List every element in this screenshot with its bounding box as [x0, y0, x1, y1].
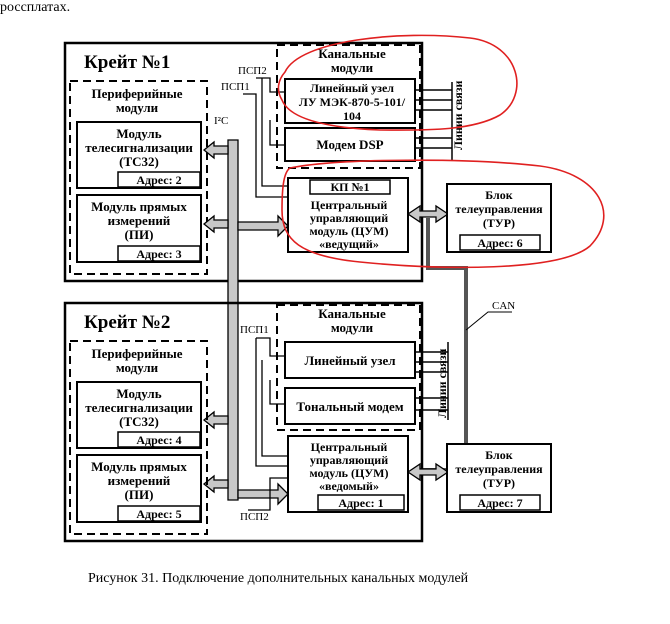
- crate1-title: Крейт №1: [84, 52, 170, 73]
- crate1-pi-line2: измерений: [108, 213, 171, 228]
- crate2-cum-address-box: [317, 494, 405, 511]
- figure-caption: Рисунок 31. Подключение дополнительных к…: [88, 571, 469, 586]
- crate1-cum-3: модуль (ЦУМ): [310, 224, 389, 238]
- crate1-pi-line3: (ПИ): [125, 227, 154, 242]
- crate2-psp2-label: ПСП2: [240, 511, 269, 523]
- tur1-address-box: [459, 234, 541, 251]
- crate2-cum-4: «ведомый»: [319, 479, 379, 493]
- crate2-pi-line1: Модуль прямых: [91, 459, 187, 474]
- crate2-ts-line2: телесигнализации: [85, 400, 193, 415]
- crate1-line-node-1: Линейный узел: [310, 81, 394, 95]
- crate1-i2c-label: I²C: [214, 115, 228, 127]
- crate1-pi-line1: Модуль прямых: [91, 199, 187, 214]
- crate2-line-node: [284, 341, 416, 379]
- tur1-line3: (ТУР): [483, 216, 515, 230]
- crate2-cum-address: Адрес: 1: [338, 496, 383, 510]
- crate2-ts-address: Адрес: 4: [136, 433, 181, 447]
- can-bus: [420, 218, 468, 472]
- can-label: CAN: [492, 300, 515, 312]
- crate2-pi-line2: измерений: [108, 473, 171, 488]
- red-annotations: [277, 34, 605, 269]
- crate2-ts-line3: (ТС32): [119, 414, 159, 429]
- crate2-cum-2: управляющий: [310, 453, 388, 467]
- crate1-ts-address: Адрес: 2: [136, 173, 181, 187]
- crate2-frame: [63, 301, 424, 543]
- crate2-peripheral-group: [69, 340, 208, 535]
- crate1-line-node-3: 104: [343, 109, 361, 123]
- crate1-pi-address: Адрес: 3: [136, 247, 181, 261]
- tur2-address: Адрес: 7: [477, 496, 522, 510]
- crate2-cum-3: модуль (ЦУМ): [310, 466, 389, 480]
- crate1-channel-group: [276, 44, 421, 169]
- crate1-line-node: [284, 78, 416, 124]
- crate2-pi-address: Адрес: 5: [136, 507, 181, 521]
- crate1-psp1-label: ПСП1: [221, 81, 250, 93]
- crate1-comm-lines-label: Линии связи: [451, 80, 465, 150]
- crate2-psp1-label: ПСП1: [240, 324, 269, 336]
- crate2-modem-label: Тональный модем: [296, 399, 403, 414]
- crate1-modem-label: Модем DSP: [316, 137, 383, 152]
- crate2-pi-line3: (ПИ): [125, 487, 154, 502]
- crate2-wiring: [248, 337, 288, 511]
- crate2-title: Крейт №2: [84, 312, 170, 333]
- tur2-line1: Блок: [485, 448, 513, 462]
- tur1-address: Адрес: 6: [477, 236, 522, 250]
- crate2-channel-title-1: Канальные: [318, 306, 386, 321]
- crate2-peripheral-title-2: модули: [116, 360, 159, 375]
- crate1-line-node-2: ЛУ МЭК-870-5-101/: [299, 95, 406, 109]
- crate1-channel-title-1: Канальные: [318, 46, 386, 61]
- can-label-pointer: [465, 311, 512, 331]
- crate2-cum-tur-link: [406, 462, 450, 482]
- tur1-line1: Блок: [485, 188, 513, 202]
- crate1-peripheral-group: [69, 80, 208, 275]
- crate1-cum-2: управляющий: [310, 211, 388, 225]
- i2c-bus: [202, 139, 289, 506]
- crate1-ts-line2: телесигнализации: [85, 140, 193, 155]
- crate1-wiring: [243, 77, 288, 198]
- crate2-modem: [284, 387, 416, 425]
- crate2-ts-address-box: [117, 431, 201, 448]
- crate1-frame: [63, 41, 424, 283]
- crate1-kp-label: КП №1: [330, 180, 369, 194]
- crate1-ts-address-box: [117, 171, 201, 188]
- crate1-ts-line1: Модуль: [116, 126, 161, 141]
- crate1-peripheral-title-1: Периферийные: [92, 86, 183, 101]
- crate1-peripheral-title-2: модули: [116, 100, 159, 115]
- crate2-comm-lines: [415, 342, 449, 420]
- crate1-channel-title-2: модули: [331, 60, 374, 75]
- crate2-comm-lines-label: Линии связи: [435, 348, 449, 418]
- crate1-comm-lines: [415, 82, 453, 160]
- crate2-channel-group: [276, 304, 421, 431]
- top-text-fragment: россплатах.: [0, 0, 70, 15]
- crate1-kp-box: [309, 179, 391, 195]
- crate1-ts-line3: (ТС32): [119, 154, 159, 169]
- tur1-line2: телеуправления: [455, 202, 543, 216]
- crate1-psp2-label: ПСП2: [238, 65, 267, 77]
- crate2-line-node-label: Линейный узел: [304, 353, 395, 368]
- crate2-peripheral-title-1: Периферийные: [92, 346, 183, 361]
- crate1-pi-address-box: [117, 245, 201, 262]
- crate1-cum-1: Центральный: [311, 198, 388, 212]
- tur2-line3: (ТУР): [483, 476, 515, 490]
- crate2-cum-1: Центральный: [311, 440, 388, 454]
- crate1-cum-4: «ведущий»: [319, 237, 379, 251]
- tur2-address-box: [459, 494, 541, 511]
- tur2-line2: телеуправления: [455, 462, 543, 476]
- crate2-pi-address-box: [117, 505, 201, 522]
- crate2-channel-title-2: модули: [331, 320, 374, 335]
- crate2-ts-line1: Модуль: [116, 386, 161, 401]
